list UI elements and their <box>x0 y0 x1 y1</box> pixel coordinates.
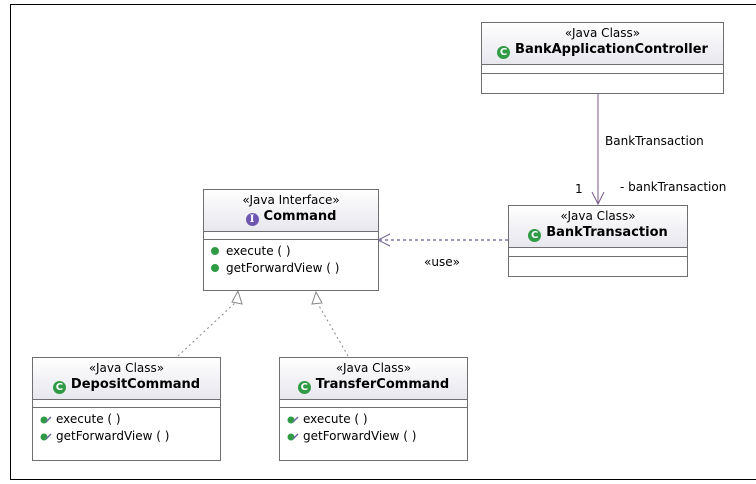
class-name: DepositCommand <box>70 377 201 392</box>
interface-icon: I <box>245 213 259 226</box>
operation-item[interactable]: execute ( ) <box>287 411 467 428</box>
public-method-icon <box>211 264 219 272</box>
public-method-icon <box>211 247 219 255</box>
association-name-label: BankTransaction <box>605 134 704 148</box>
class-header: «Java Class» C BankApplicationController <box>482 23 723 65</box>
operations-compartment: execute ( ) getForwardView ( ) <box>204 240 378 280</box>
class-header: «Java Interface» I Command <box>204 190 378 232</box>
diagram-frame <box>10 4 756 480</box>
operation-item[interactable]: execute ( ) <box>211 243 378 260</box>
operation-item[interactable]: getForwardView ( ) <box>40 428 220 445</box>
operation-item[interactable]: getForwardView ( ) <box>211 260 378 277</box>
class-header: «Java Class» C BankTransaction <box>509 206 687 248</box>
class-icon: C <box>497 46 511 59</box>
class-deposit-command[interactable]: «Java Class» C DepositCommand execute ( )… <box>32 357 221 461</box>
stereotype-label: «Java Class» <box>564 26 641 40</box>
operations-compartment <box>509 257 687 264</box>
class-icon: C <box>528 229 542 242</box>
stereotype-label: «Java Interface» <box>242 193 340 207</box>
attributes-compartment <box>204 232 378 240</box>
class-bank-transaction[interactable]: «Java Class» C BankTransaction <box>508 205 688 277</box>
class-name: BankApplicationController <box>515 42 708 57</box>
class-name: Command <box>263 209 337 224</box>
class-name: BankTransaction <box>546 225 668 240</box>
stereotype-label: «Java Class» <box>560 209 636 223</box>
attributes-compartment <box>509 248 687 257</box>
stereotype-label: «Java Class» <box>335 361 412 375</box>
attributes-compartment <box>482 65 723 74</box>
implemented-method-icon <box>287 416 299 424</box>
class-bank-application-controller[interactable]: «Java Class» C BankApplicationController <box>481 22 724 94</box>
operation-item[interactable]: execute ( ) <box>40 411 220 428</box>
dependency-stereotype-label: «use» <box>424 255 460 269</box>
implemented-method-icon <box>40 433 52 441</box>
class-header: «Java Class» C TransferCommand <box>280 358 467 400</box>
interface-command[interactable]: «Java Interface» I Command execute ( ) ge… <box>203 189 379 291</box>
attributes-compartment <box>280 400 467 408</box>
operations-compartment: execute ( ) getForwardView ( ) <box>280 408 467 448</box>
class-icon: C <box>297 381 311 394</box>
role-label: - bankTransaction <box>620 180 727 194</box>
implemented-method-icon <box>287 433 299 441</box>
class-name: TransferCommand <box>315 377 450 392</box>
operation-item[interactable]: getForwardView ( ) <box>287 428 467 445</box>
attributes-compartment <box>33 400 220 408</box>
class-transfer-command[interactable]: «Java Class» C TransferCommand execute ( … <box>279 357 468 461</box>
implemented-method-icon <box>40 416 52 424</box>
class-icon: C <box>52 381 66 394</box>
class-header: «Java Class» C DepositCommand <box>33 358 220 400</box>
operations-compartment <box>482 74 723 81</box>
multiplicity-label: 1 <box>575 182 583 196</box>
operations-compartment: execute ( ) getForwardView ( ) <box>33 408 220 448</box>
stereotype-label: «Java Class» <box>88 361 165 375</box>
